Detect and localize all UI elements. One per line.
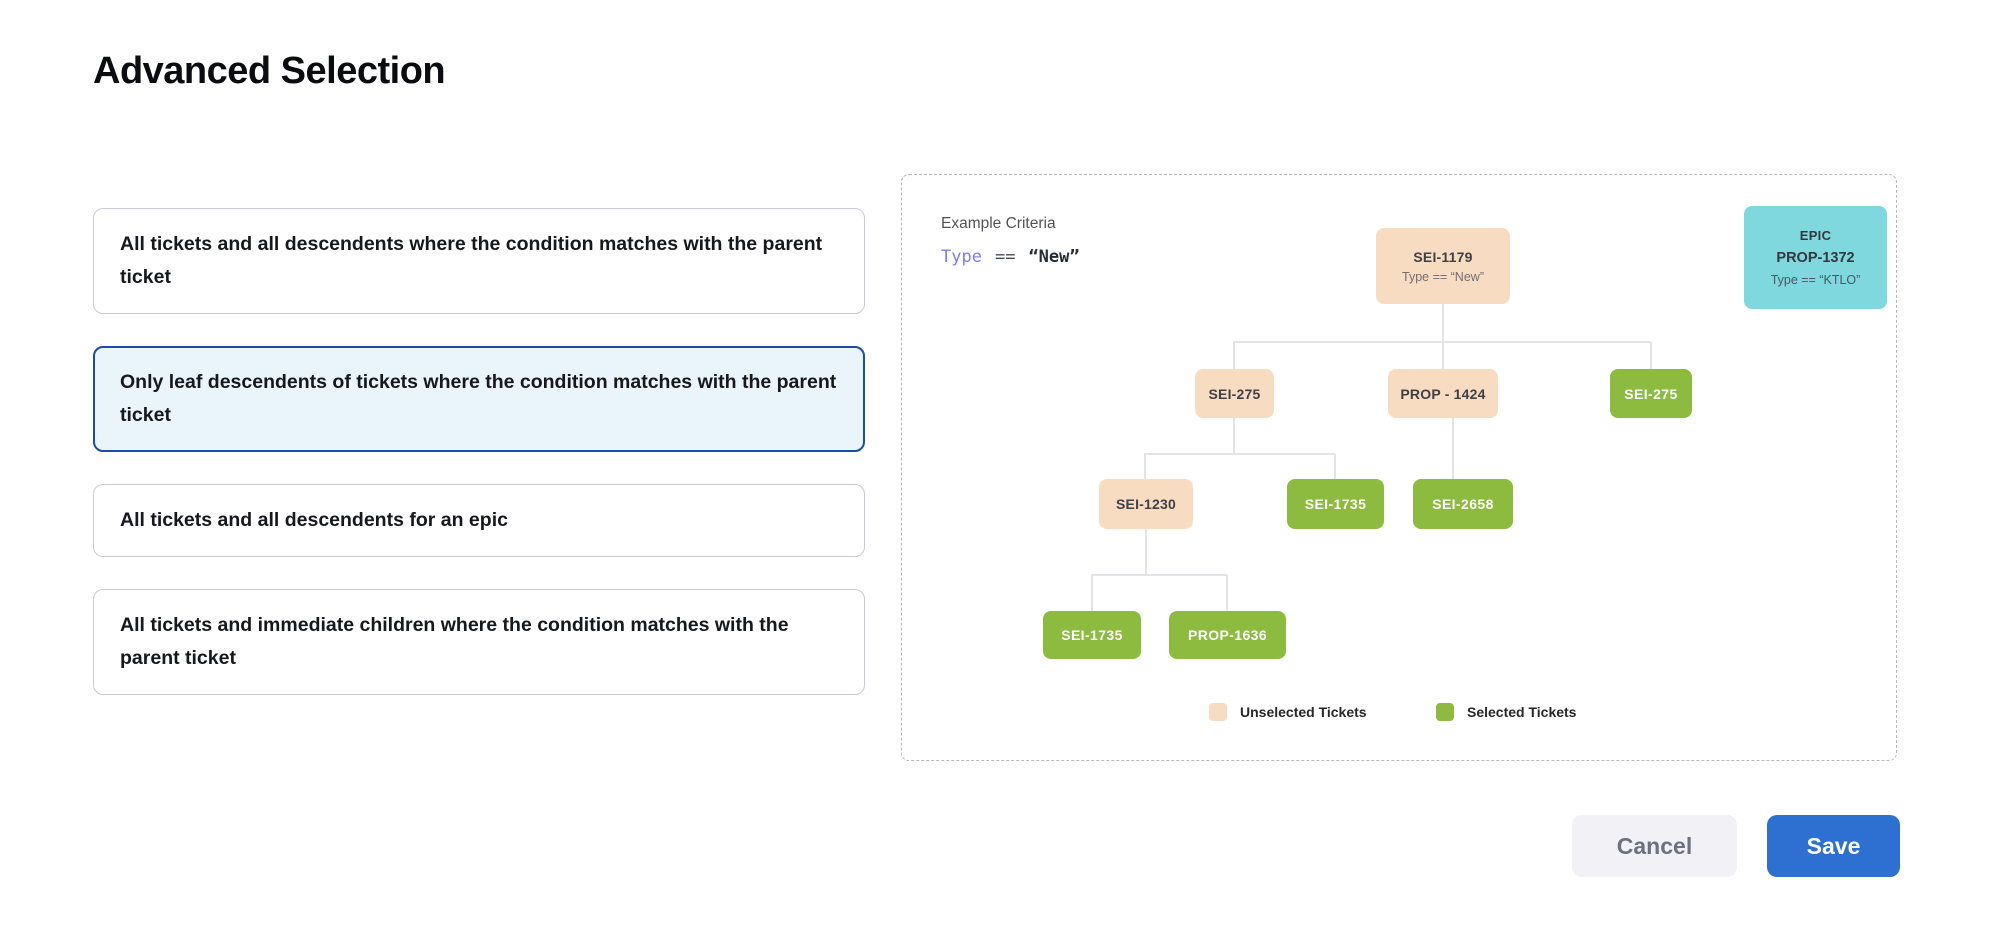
tree-connector <box>1650 342 1652 369</box>
epic-id: PROP-1372 <box>1776 250 1855 266</box>
legend-label: Selected Tickets <box>1467 704 1577 720</box>
criteria-value: “New” <box>1028 247 1080 267</box>
tree-node-unselected: SEI-275 <box>1195 369 1274 418</box>
example-criteria-panel: Example Criteria Type == “New” SEI-1179 … <box>901 174 1897 761</box>
tree-connector <box>1334 454 1336 479</box>
ticket-id: PROP - 1424 <box>1400 385 1486 402</box>
ticket-id: PROP-1636 <box>1187 627 1268 643</box>
tree-connector <box>1233 418 1235 454</box>
save-button[interactable]: Save <box>1767 815 1900 877</box>
legend-unselected: Unselected Tickets <box>1209 703 1367 721</box>
cancel-button[interactable]: Cancel <box>1572 815 1737 877</box>
ticket-id: SEI-275 <box>1208 385 1261 402</box>
tree-connector <box>1091 574 1227 576</box>
example-criteria-heading: Example Criteria <box>941 215 1056 232</box>
legend-label: Unselected Tickets <box>1240 704 1367 720</box>
tree-connector <box>1145 529 1147 575</box>
tree-connector <box>1442 304 1444 342</box>
tree-connector <box>1233 342 1235 369</box>
ticket-id: SEI-1230 <box>1116 496 1176 512</box>
option-immediate-children-condition[interactable]: All tickets and immediate children where… <box>93 589 865 695</box>
tree-node-selected: PROP-1636 <box>1169 611 1286 659</box>
tree-node-unselected: PROP - 1424 <box>1388 369 1498 418</box>
tree-connector <box>1144 453 1335 455</box>
option-leaf-descendents-condition[interactable]: Only leaf descendents of tickets where t… <box>93 346 865 452</box>
criteria-field: Type <box>941 247 982 267</box>
criteria-operator: == <box>994 247 1016 267</box>
tree-node-root: SEI-1179 Type == “New” <box>1376 228 1510 304</box>
page-title: Advanced Selection <box>93 50 446 92</box>
tree-connector <box>1226 575 1228 611</box>
option-all-descendents-condition[interactable]: All tickets and all descendents where th… <box>93 208 865 314</box>
tree-node-selected: SEI-2658 <box>1413 479 1513 529</box>
tree-node-selected: SEI-275 <box>1610 369 1692 418</box>
selection-options-list: All tickets and all descendents where th… <box>93 208 865 727</box>
tree-connector <box>1442 342 1444 369</box>
ticket-id: SEI-2658 <box>1432 496 1494 512</box>
epic-card: EPIC PROP-1372 Type == “KTLO” <box>1744 206 1887 309</box>
ticket-id: SEI-1735 <box>1061 627 1123 643</box>
tree-node-selected: SEI-1735 <box>1043 611 1141 659</box>
tree-node-unselected: SEI-1230 <box>1099 479 1193 529</box>
selected-swatch-icon <box>1436 703 1454 721</box>
ticket-id: SEI-1735 <box>1304 496 1367 512</box>
epic-label: EPIC <box>1799 228 1832 243</box>
criteria-expression: Type == “New” <box>941 247 1080 267</box>
unselected-swatch-icon <box>1209 703 1227 721</box>
ticket-id: SEI-275 <box>1624 385 1678 402</box>
tree-connector <box>1144 454 1146 479</box>
ticket-condition: Type == “New” <box>1402 269 1484 284</box>
option-all-descendents-epic[interactable]: All tickets and all descendents for an e… <box>93 484 865 557</box>
tree-connector <box>1091 575 1093 611</box>
tree-node-selected: SEI-1735 <box>1287 479 1384 529</box>
tree-connector <box>1452 418 1454 479</box>
ticket-id: SEI-1179 <box>1413 248 1473 265</box>
epic-condition: Type == “KTLO” <box>1770 273 1861 287</box>
legend-selected: Selected Tickets <box>1436 703 1576 721</box>
